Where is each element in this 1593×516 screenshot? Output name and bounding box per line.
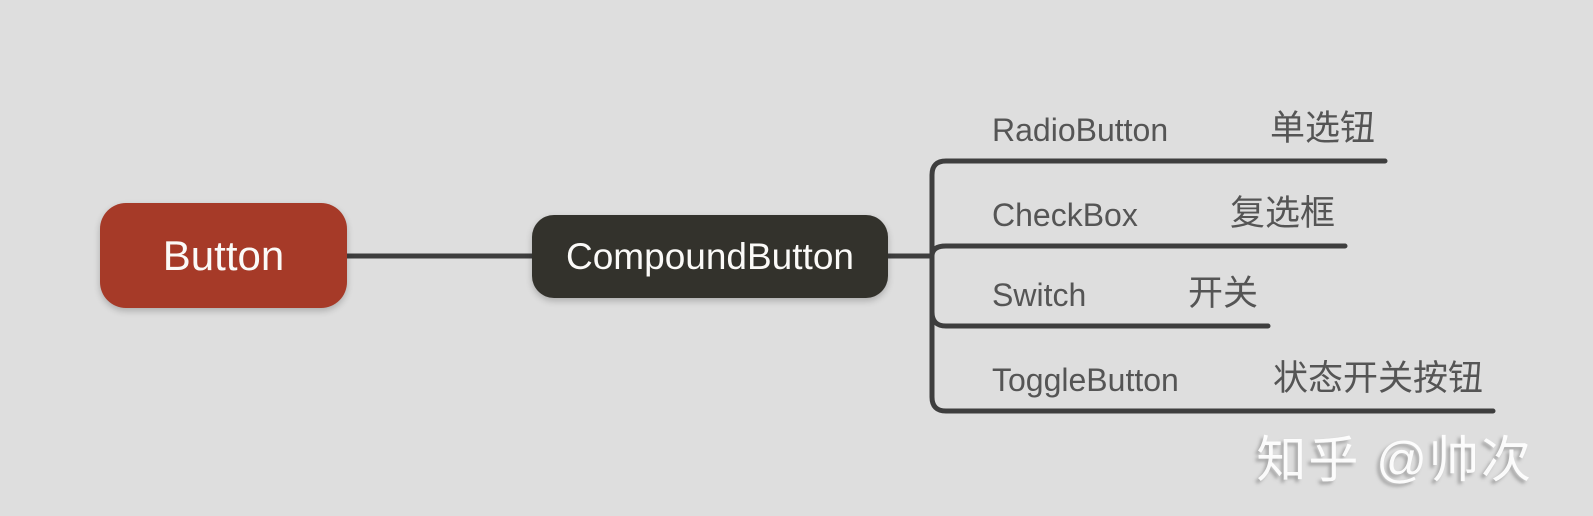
branch-note: 状态开关按钮: [1272, 359, 1483, 398]
watermark: 知乎 @帅次: [1256, 432, 1533, 488]
edge-branch-togglebutton: [929, 253, 1496, 414]
branch-radiobutton[interactable]: RadioButton 单选钮: [932, 103, 1385, 161]
branch-note: 开关: [1187, 274, 1258, 313]
branch-label: RadioButton: [992, 112, 1169, 148]
branch-checkbox[interactable]: CheckBox 复选框: [932, 188, 1345, 246]
node-button[interactable]: Button: [100, 203, 347, 308]
node-compoundbutton[interactable]: CompoundButton: [532, 215, 888, 298]
edge-branch-checkbox: [929, 243, 1348, 259]
edge-branch-radiobutton: [929, 158, 1388, 259]
branch-label: Switch: [992, 277, 1087, 313]
branch-togglebutton[interactable]: ToggleButton 状态开关按钮: [932, 353, 1493, 411]
branch-switch[interactable]: Switch 开关: [932, 268, 1268, 326]
branch-note: 复选框: [1229, 194, 1335, 233]
branch-label: ToggleButton: [992, 362, 1179, 398]
branch-note: 单选钮: [1269, 109, 1375, 148]
branch-label: CheckBox: [992, 197, 1138, 233]
